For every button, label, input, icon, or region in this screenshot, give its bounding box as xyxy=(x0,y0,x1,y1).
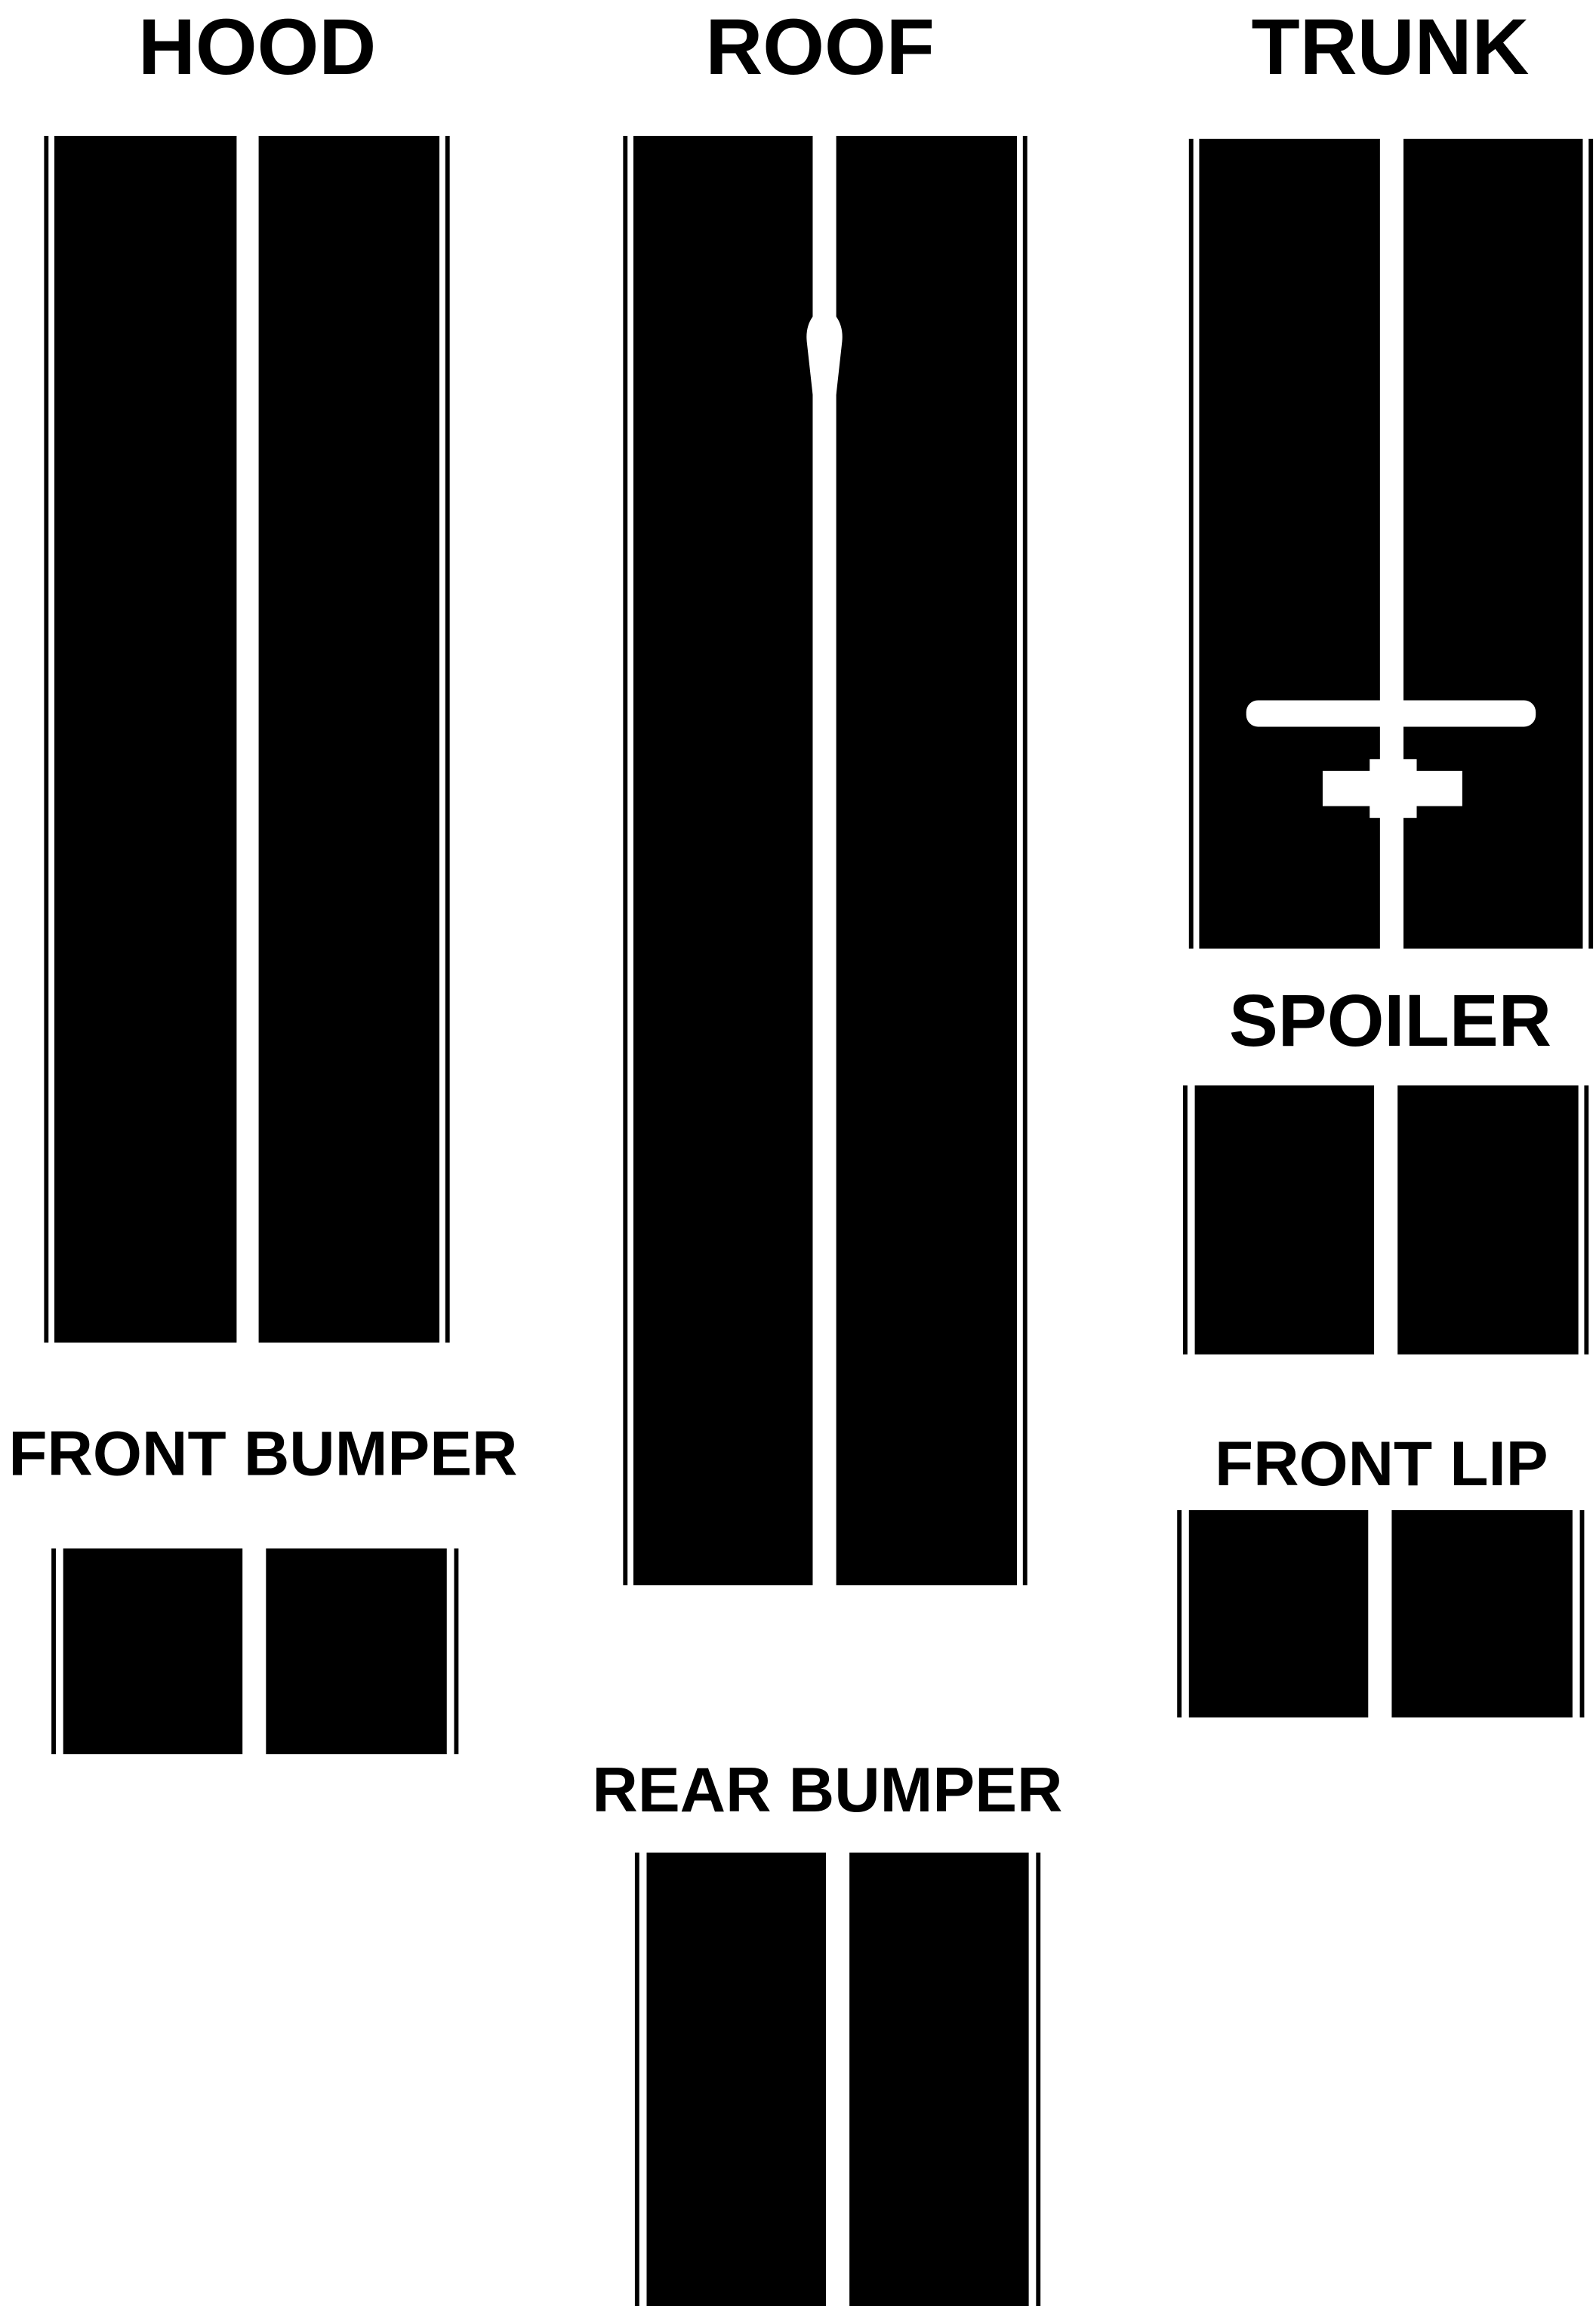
front-lip-pinstripe-left xyxy=(1177,1510,1182,1718)
rear-bumper-stripe-left xyxy=(646,1852,826,2306)
hood-label: HOOD xyxy=(138,3,376,91)
spoiler-pinstripe-right xyxy=(1584,1085,1589,1355)
spoiler-pinstripe-left xyxy=(1183,1085,1188,1355)
roof-stripe-left xyxy=(633,135,813,1586)
trunk-spoiler-cutout xyxy=(1246,700,1536,727)
trunk-stripe-right xyxy=(1403,138,1583,949)
roof-pinstripe-right xyxy=(1022,135,1028,1586)
spoiler-label: SPOILER xyxy=(1229,979,1551,1062)
trunk-latch-cutout-center xyxy=(1370,759,1417,819)
front-bumper-pinstripe-left xyxy=(51,1548,56,1755)
roof-pinstripe-left xyxy=(623,135,628,1586)
trunk-pinstripe-left xyxy=(1188,138,1194,949)
rear-bumper-pinstripe-right xyxy=(1036,1852,1041,2306)
hood-pinstripe-left xyxy=(44,135,49,1343)
trunk-pinstripe-right xyxy=(1588,138,1594,949)
hood-stripe-left xyxy=(54,135,237,1343)
roof-label: ROOF xyxy=(705,3,935,91)
front-lip-stripe-left xyxy=(1188,1510,1369,1718)
roof-stripe-right xyxy=(836,135,1018,1586)
front-lip-stripe-right xyxy=(1391,1510,1573,1718)
hood-pinstripe-right xyxy=(445,135,450,1343)
front-bumper-pinstripe-right xyxy=(454,1548,459,1755)
rear-bumper-pinstripe-left xyxy=(634,1852,639,2306)
rear-bumper-label: REAR BUMPER xyxy=(592,1754,1062,1825)
trunk-label: TRUNK xyxy=(1252,3,1530,91)
hood-stripe-right xyxy=(258,135,440,1343)
front-bumper-stripe-right xyxy=(266,1548,447,1755)
front-lip-pinstripe-right xyxy=(1579,1510,1585,1718)
spoiler-stripe-right xyxy=(1397,1085,1579,1355)
front-lip-label: FRONT LIP xyxy=(1215,1428,1548,1499)
front-bumper-stripe-left xyxy=(63,1548,243,1755)
trunk-stripe-left xyxy=(1199,138,1380,949)
roof-antenna-cutout xyxy=(806,316,843,395)
spoiler-stripe-left xyxy=(1194,1085,1375,1355)
rear-bumper-stripe-right xyxy=(849,1852,1029,2306)
front-bumper-label: FRONT BUMPER xyxy=(8,1417,517,1488)
